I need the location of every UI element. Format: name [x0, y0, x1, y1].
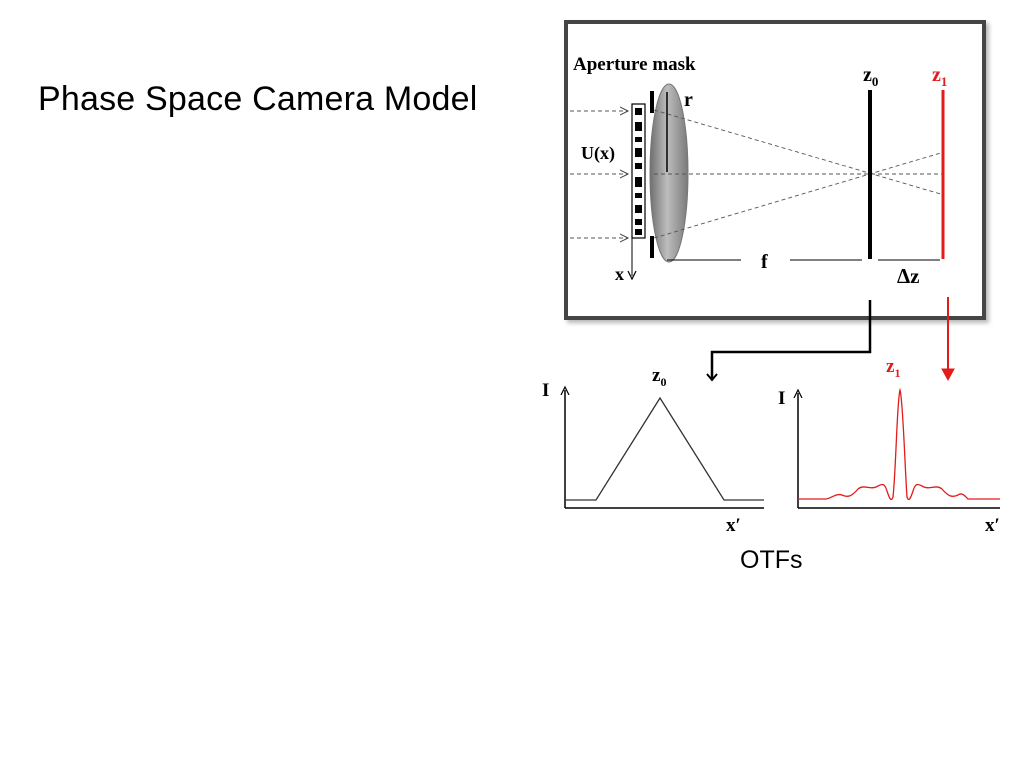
- stop-bottom: [650, 236, 654, 258]
- aperture-label: Aperture mask: [573, 54, 696, 75]
- otf-caption: OTFs: [740, 546, 803, 574]
- delta-label: Δz: [897, 264, 920, 288]
- lens: [649, 83, 689, 263]
- plot-z0-title: z0: [652, 365, 666, 389]
- field-label: U(x): [581, 143, 615, 164]
- converging-rays: [653, 109, 945, 239]
- plot-z1-curve: [798, 387, 1000, 501]
- plot-z0-curve: [565, 396, 764, 501]
- plot-z1-xlabel: x′: [985, 515, 1000, 536]
- slide-title: Phase Space Camera Model: [38, 80, 478, 118]
- aperture-mask: [631, 103, 646, 239]
- radius-label: r: [684, 89, 693, 111]
- plot-z1-title: z1: [886, 356, 900, 380]
- incoming-rays: [570, 111, 628, 238]
- plot-z1-ylabel: I: [778, 388, 785, 409]
- plot-z0: I x′ z0: [542, 365, 764, 536]
- plot-z1: I x′ z1: [778, 356, 1000, 536]
- connector-arrow-z0: [706, 300, 872, 382]
- plot-z0-xlabel: x′: [726, 515, 741, 536]
- plane1-label: z1: [932, 64, 947, 89]
- plane0-label: z0: [863, 64, 878, 89]
- plot-z0-ylabel: I: [542, 380, 549, 401]
- focal-label: f: [761, 251, 768, 273]
- stop-top: [650, 91, 654, 113]
- x-axis-label: x: [615, 264, 624, 284]
